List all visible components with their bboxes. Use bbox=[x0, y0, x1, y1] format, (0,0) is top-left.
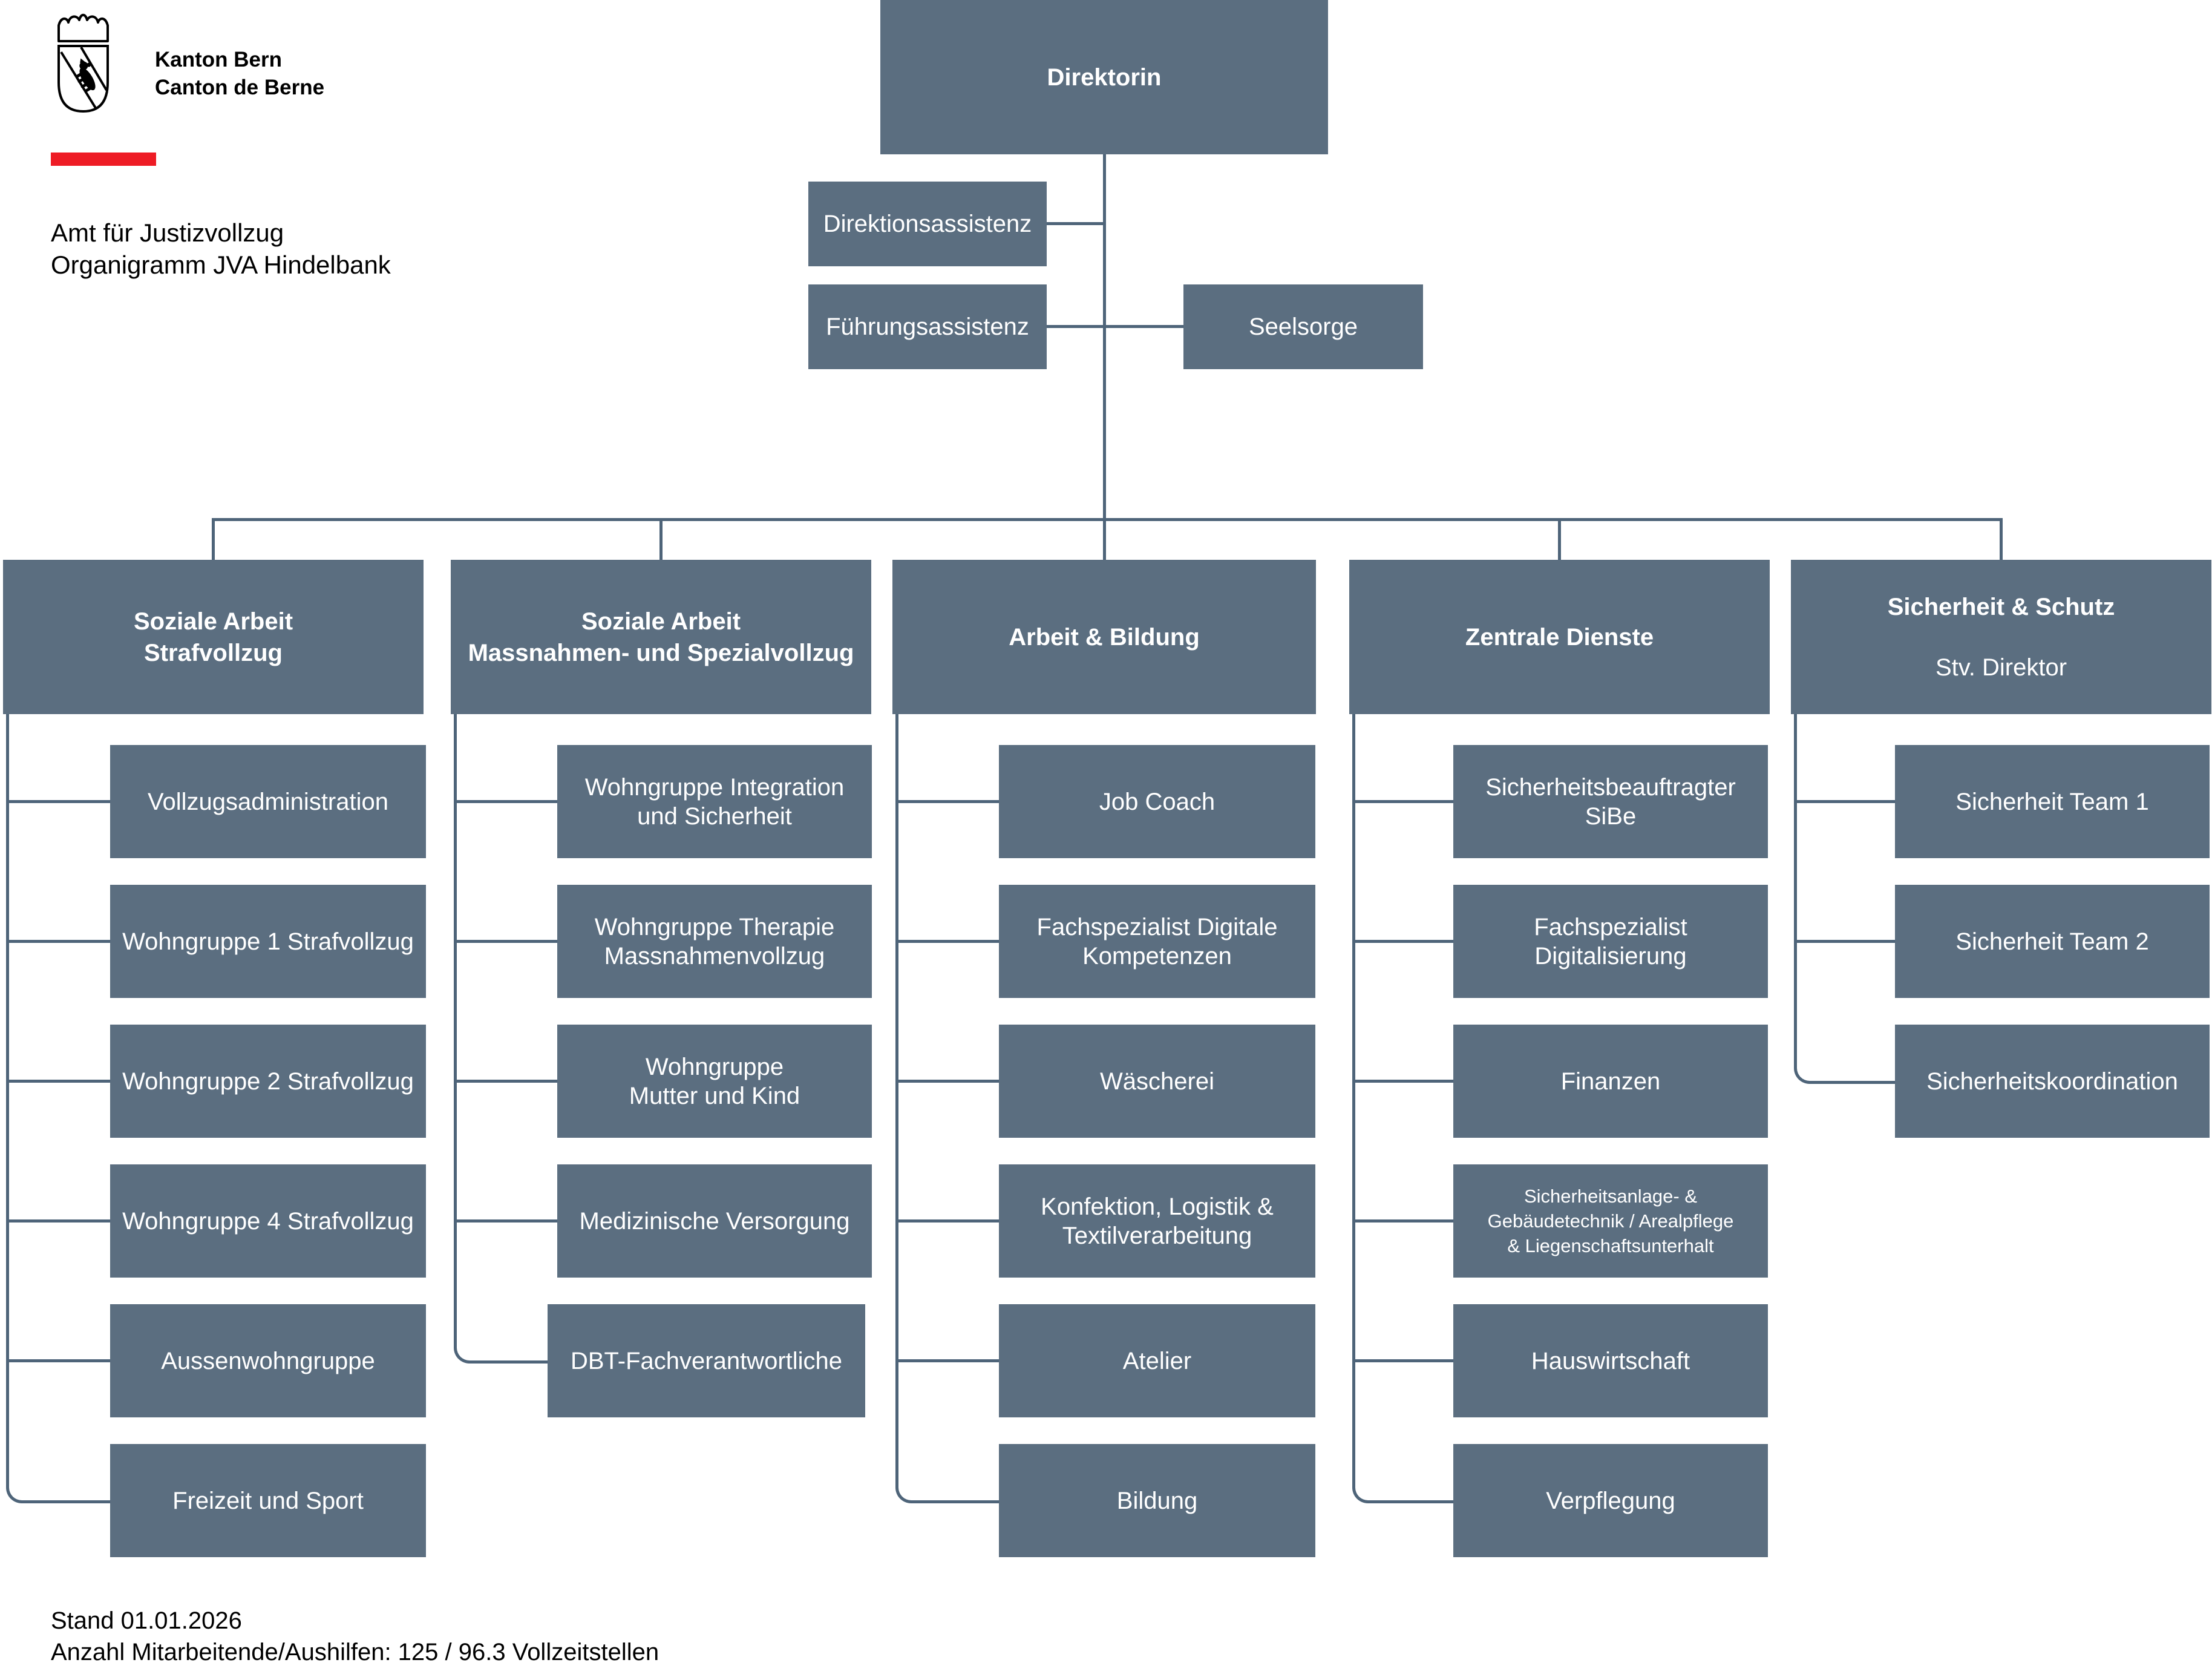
connector-c2-r1 bbox=[454, 800, 557, 803]
bern-coat-of-arms-icon bbox=[57, 13, 109, 113]
division-zentrale-dienste: Zentrale Dienste bbox=[1349, 560, 1770, 714]
connector-root-vertical bbox=[1103, 154, 1106, 560]
node-seelsorge: Seelsorge bbox=[1183, 284, 1423, 369]
connector-c4-r5 bbox=[1352, 1359, 1453, 1362]
connector-fuehrungsassistenz-seelsorge bbox=[1047, 325, 1183, 328]
unit-aussenwohngruppe: Aussenwohngruppe bbox=[110, 1304, 426, 1417]
office-name: Amt für Justizvollzug bbox=[51, 218, 284, 247]
connector-drop-col1 bbox=[212, 518, 215, 560]
unit-verpflegung: Verpflegung bbox=[1453, 1444, 1768, 1557]
node-direktionsassistenz: Direktionsassistenz bbox=[808, 182, 1047, 266]
connector-drop-col5 bbox=[2000, 518, 2003, 560]
division-sicherheit-schutz: Sicherheit & Schutz Stv. Direktor bbox=[1791, 560, 2211, 714]
unit-sicherheit-team-2: Sicherheit Team 2 bbox=[1895, 885, 2210, 998]
connector-c2-spine bbox=[454, 714, 551, 1364]
bear-icon bbox=[76, 58, 96, 92]
connector-drop-col4 bbox=[1558, 518, 1561, 560]
connector-c4-r2 bbox=[1352, 940, 1453, 943]
node-direktorin: Direktorin bbox=[880, 0, 1328, 154]
connector-c5-r1 bbox=[1794, 800, 1895, 803]
connector-direktionsassistenz bbox=[1047, 222, 1104, 225]
connector-c2-r3 bbox=[454, 1080, 557, 1083]
brand-text: Kanton Bern Canton de Berne bbox=[155, 46, 324, 102]
brand-red-bar bbox=[51, 153, 156, 166]
unit-wohngruppe-therapie-massnahmenvollzug: Wohngruppe Therapie Massnahmenvollzug bbox=[557, 885, 872, 998]
unit-atelier: Atelier bbox=[999, 1304, 1315, 1417]
connector-c3-r3 bbox=[895, 1080, 999, 1083]
connector-c1-r5 bbox=[6, 1359, 110, 1362]
connector-c3-spine bbox=[895, 714, 1002, 1503]
division-soziale-arbeit-massnahmen: Soziale Arbeit Massnahmen- und Spezialvo… bbox=[451, 560, 871, 714]
unit-konfektion-logistik-textilverarbeitung: Konfektion, Logistik & Textilverarbeitun… bbox=[999, 1164, 1315, 1278]
connector-c1-r2 bbox=[6, 940, 110, 943]
footer-headcount: Anzahl Mitarbeitende/Aushilfen: 125 / 96… bbox=[51, 1639, 659, 1666]
unit-sicherheitskoordination: Sicherheitskoordination bbox=[1895, 1025, 2210, 1138]
unit-waescherei: Wäscherei bbox=[999, 1025, 1315, 1138]
document-title: Amt für Justizvollzug Organigramm JVA Hi… bbox=[51, 217, 391, 281]
connector-c5-r2 bbox=[1794, 940, 1895, 943]
connector-main-horizontal bbox=[212, 518, 2003, 521]
connector-c4-r3 bbox=[1352, 1080, 1453, 1083]
unit-freizeit-und-sport: Freizeit und Sport bbox=[110, 1444, 426, 1557]
unit-sicherheitsanlage-gebaeudetechnik: Sicherheitsanlage- & Gebäudetechnik / Ar… bbox=[1453, 1164, 1768, 1278]
unit-dbt-fachverantwortliche: DBT-Fachverantwortliche bbox=[548, 1304, 865, 1417]
brand-line-1: Kanton Bern bbox=[155, 48, 282, 71]
connector-c4-r4 bbox=[1352, 1219, 1453, 1222]
division-arbeit-bildung: Arbeit & Bildung bbox=[892, 560, 1316, 714]
node-fuehrungsassistenz: Führungsassistenz bbox=[808, 284, 1047, 369]
unit-medizinische-versorgung: Medizinische Versorgung bbox=[557, 1164, 872, 1278]
connector-c3-r2 bbox=[895, 940, 999, 943]
connector-c3-r1 bbox=[895, 800, 999, 803]
unit-sicherheitsbeauftragter-sibe: Sicherheitsbeauftragter SiBe bbox=[1453, 745, 1768, 858]
connector-c3-r5 bbox=[895, 1359, 999, 1362]
connector-c4-spine bbox=[1352, 714, 1456, 1503]
connector-c1-r1 bbox=[6, 800, 110, 803]
connector-drop-col2 bbox=[659, 518, 663, 560]
chart-name: Organigramm JVA Hindelbank bbox=[51, 251, 391, 279]
connector-c1-spine bbox=[6, 714, 113, 1503]
unit-fachspezialist-digitale-kompetenzen: Fachspezialist Digitale Kompetenzen bbox=[999, 885, 1315, 998]
division-sicherheit-schutz-subtitle: Stv. Direktor bbox=[1935, 654, 2067, 681]
unit-wohngruppe-1-strafvollzug: Wohngruppe 1 Strafvollzug bbox=[110, 885, 426, 998]
unit-hauswirtschaft: Hauswirtschaft bbox=[1453, 1304, 1768, 1417]
footer-note: Stand 01.01.2026 Anzahl Mitarbeitende/Au… bbox=[51, 1605, 659, 1668]
brand-line-2: Canton de Berne bbox=[155, 76, 325, 99]
footer-stand-date: Stand 01.01.2026 bbox=[51, 1607, 242, 1634]
connector-c1-r3 bbox=[6, 1080, 110, 1083]
unit-sicherheit-team-1: Sicherheit Team 1 bbox=[1895, 745, 2210, 858]
unit-fachspezialist-digitalisierung: Fachspezialist Digitalisierung bbox=[1453, 885, 1768, 998]
connector-c5-spine bbox=[1794, 714, 1898, 1084]
connector-c4-r1 bbox=[1352, 800, 1453, 803]
connector-c1-r4 bbox=[6, 1219, 110, 1222]
connector-c2-r2 bbox=[454, 940, 557, 943]
connector-c2-r4 bbox=[454, 1219, 557, 1222]
division-soziale-arbeit-strafvollzug: Soziale Arbeit Strafvollzug bbox=[3, 560, 424, 714]
unit-wohngruppe-mutter-und-kind: Wohngruppe Mutter und Kind bbox=[557, 1025, 872, 1138]
unit-wohngruppe-2-strafvollzug: Wohngruppe 2 Strafvollzug bbox=[110, 1025, 426, 1138]
unit-wohngruppe-4-strafvollzug: Wohngruppe 4 Strafvollzug bbox=[110, 1164, 426, 1278]
unit-vollzugsadministration: Vollzugsadministration bbox=[110, 745, 426, 858]
division-sicherheit-schutz-title: Sicherheit & Schutz bbox=[1887, 593, 2115, 620]
unit-wohngruppe-integration-sicherheit: Wohngruppe Integration und Sicherheit bbox=[557, 745, 872, 858]
connector-c3-r4 bbox=[895, 1219, 999, 1222]
unit-finanzen: Finanzen bbox=[1453, 1025, 1768, 1138]
crown-icon bbox=[57, 13, 109, 42]
unit-bildung: Bildung bbox=[999, 1444, 1315, 1557]
unit-job-coach: Job Coach bbox=[999, 745, 1315, 858]
